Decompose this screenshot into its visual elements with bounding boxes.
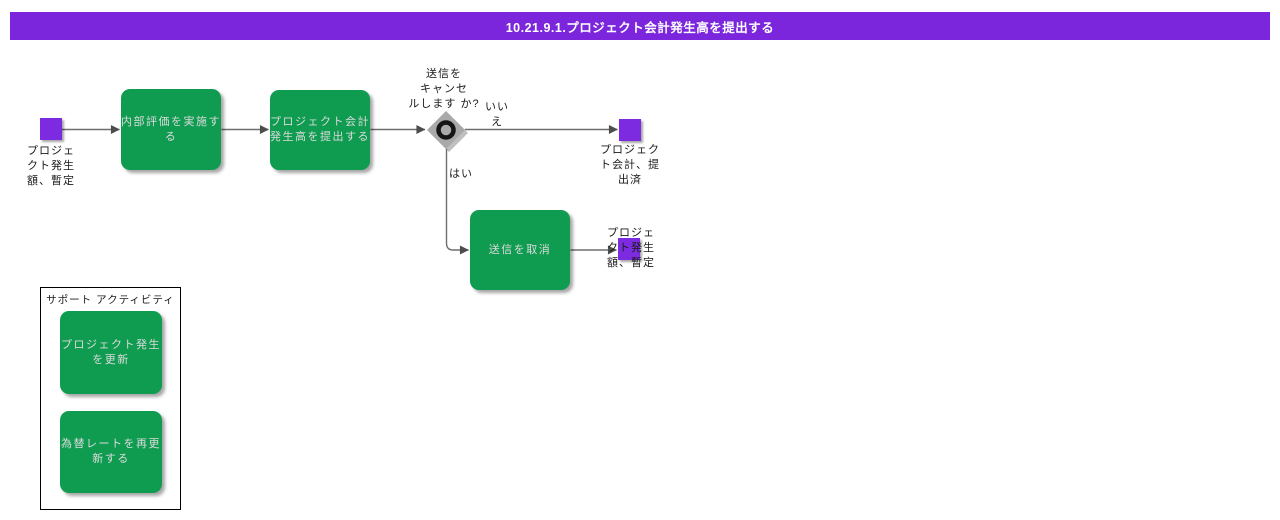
support-activity-update-project-burden: プロジェクト発生 を更新	[60, 311, 162, 394]
decision-gateway-icon	[436, 120, 456, 140]
start-event-square	[40, 118, 62, 140]
end-event-cancelled-square	[618, 238, 640, 260]
support-activity-update-exchange-rates: 為替レートを再更 新する	[60, 411, 162, 493]
branch-no-label: いい え	[485, 101, 509, 128]
support-activities-title: サポート アクティビティ	[46, 294, 175, 306]
start-event-label: プロジェ クト発生 額、暫定	[27, 145, 75, 187]
activity-submit-project-accounting: プロジェクト会計 発生高を提出する	[270, 90, 370, 170]
diagram-title-bar: 10.21.9.1.プロジェクト会計発生高を提出する	[10, 12, 1270, 40]
support-activities-panel: サポート アクティビティ プロジェクト発生 を更新 為替レートを再更 新する	[40, 287, 181, 510]
end-event-cancelled-label: プロジェ クト発生 額、暫定	[607, 227, 655, 269]
diagram-title: 10.21.9.1.プロジェクト会計発生高を提出する	[505, 20, 775, 35]
end-event-submitted-square	[619, 119, 641, 141]
branch-yes-label: はい	[449, 168, 473, 180]
activity-internal-evaluation: 内部評価を実施す る	[121, 89, 221, 170]
end-event-submitted-label: プロジェク ト会計、提 出済	[600, 144, 660, 186]
activity-cancel-submission: 送信を取消	[470, 210, 570, 290]
decision-question-label: 送信を キャンセ ルします か?	[408, 68, 480, 110]
arrow-decision-yes-to-cancel	[445, 149, 469, 255]
